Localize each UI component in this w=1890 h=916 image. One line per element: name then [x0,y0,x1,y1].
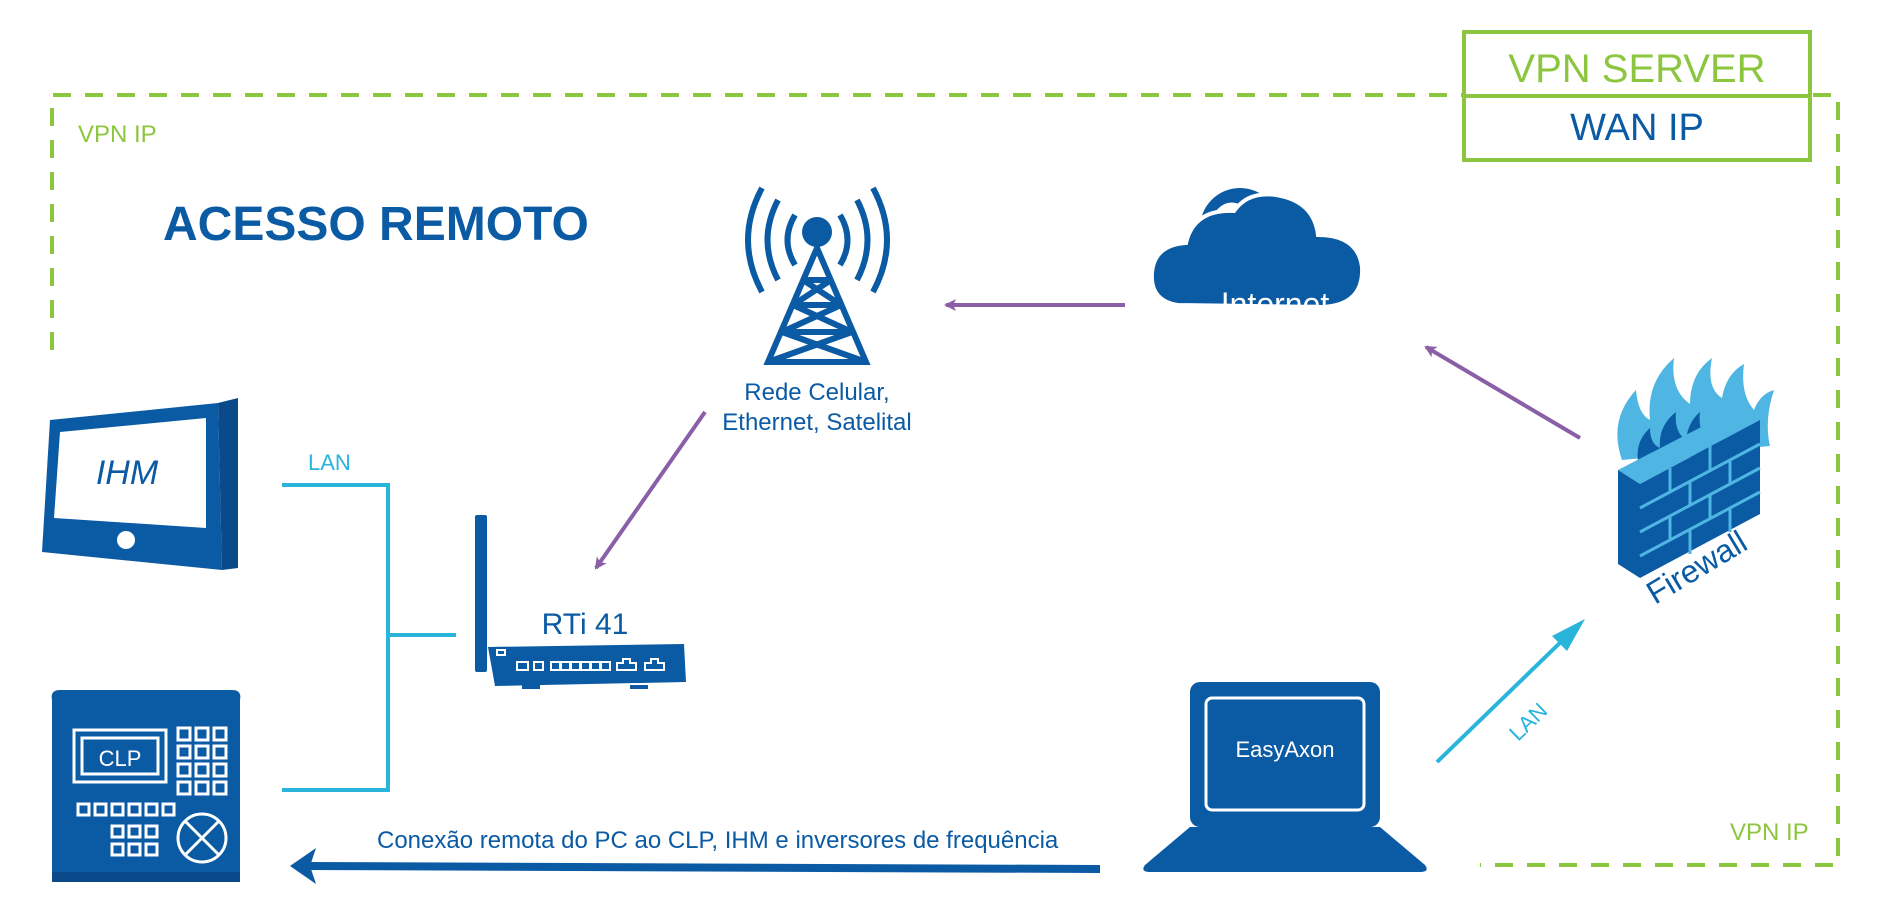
vpn-boundary [50,93,1840,867]
router-icon [475,515,686,689]
plc-controller-icon [51,690,241,882]
tower-label-line2: Ethernet, Satelital [722,409,911,436]
remote-connection-arrow [290,848,1101,884]
antenna-tower-icon [745,186,890,365]
vpn-server-label: VPN SERVER [1508,47,1765,91]
vpn-ip-label-top: VPN IP [78,121,157,148]
laptop-icon [1143,682,1427,872]
lan-arrow-right [1435,619,1585,764]
hmi-label: IHM [96,454,159,492]
lan-label-right: LAN [1504,698,1552,746]
connection-caption: Conexão remota do PC ao CLP, IHM e inver… [377,827,1059,854]
internet-cloud-icon [1149,188,1365,310]
vpn-server-box: VPN SERVER WAN IP [1462,30,1812,162]
tower-label-line1: Rede Celular, [744,379,889,406]
internet-label: Internet [1221,286,1330,322]
lan-label-left: LAN [308,450,351,475]
firewall-icon [1617,358,1774,578]
wan-ip-label: WAN IP [1570,107,1704,149]
arrow-firewall-to-internet [1424,345,1582,440]
arrow-tower-to-router [594,410,707,570]
laptop-screen-label: EasyAxon [1235,737,1334,762]
hmi-panel-icon [42,398,238,570]
lan-wiring-left [282,483,456,792]
page-title: ACESSO REMOTO [163,198,589,251]
router-label: RTi 41 [542,608,629,641]
plc-label: CLP [99,746,142,771]
vpn-ip-label-bottom: VPN IP [1730,819,1809,846]
